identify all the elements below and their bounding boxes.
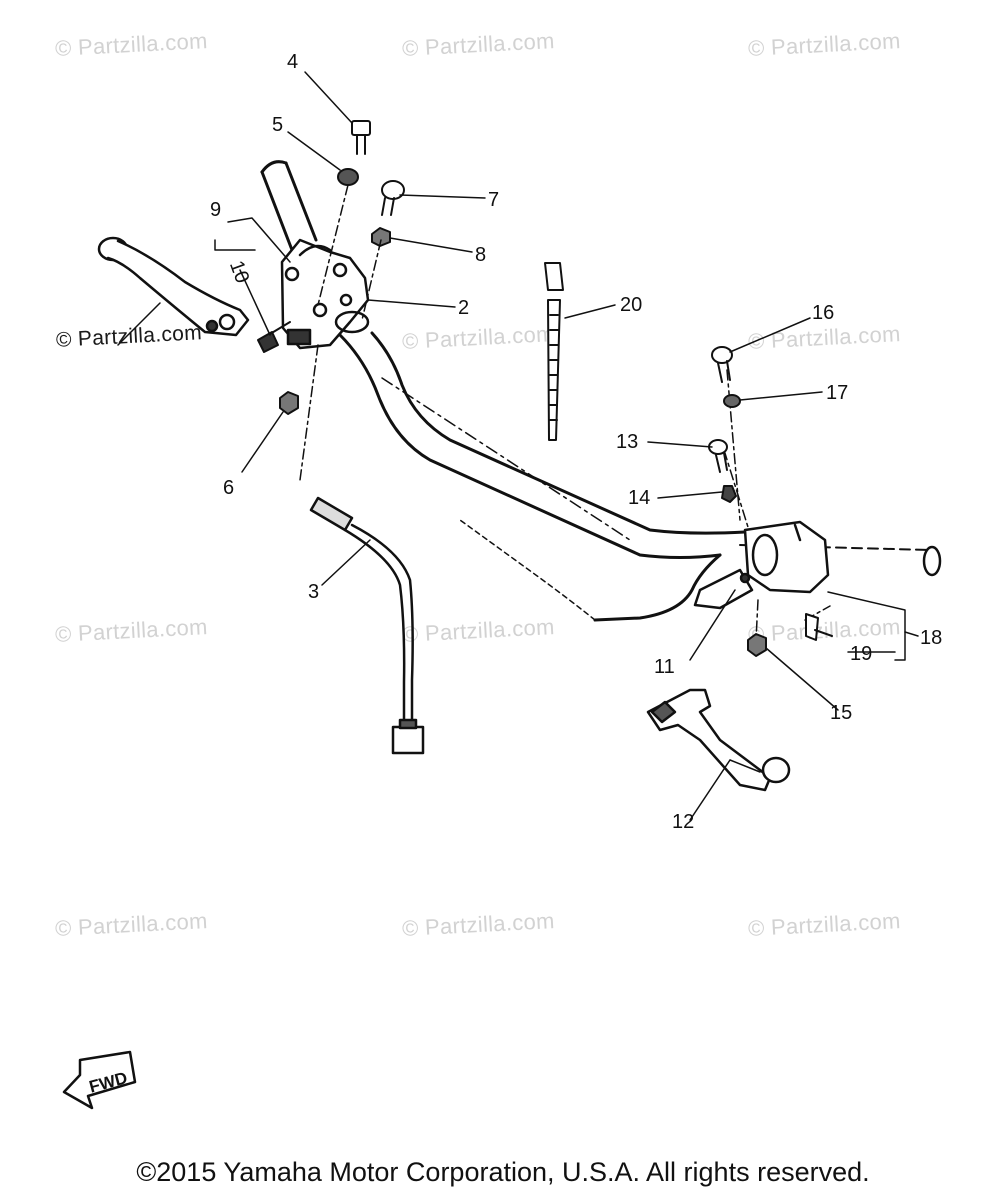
callout-9: 9	[210, 199, 222, 221]
callout-18: 18	[920, 627, 943, 649]
brake-lever	[97, 236, 250, 337]
callout-19: 19	[850, 643, 873, 665]
callout-7: 7	[488, 189, 500, 211]
leader-lines	[117, 71, 919, 821]
bolt	[337, 120, 371, 186]
nut	[279, 391, 299, 415]
copyright-notice: ©2015 Yamaha Motor Corporation, U.S.A. A…	[136, 1157, 870, 1187]
callout-16: 16	[812, 302, 835, 324]
bolt	[708, 346, 741, 503]
callout-13: 13	[616, 431, 639, 453]
cable-tie	[544, 262, 564, 441]
master-cylinder	[280, 238, 370, 350]
bolt	[371, 180, 405, 247]
forward-arrow-icon: FWD	[62, 1050, 137, 1110]
callout-12: 12	[672, 811, 695, 833]
callout-15: 15	[830, 702, 853, 724]
callout-2: 2	[458, 297, 470, 319]
callout-8: 8	[475, 244, 487, 266]
clutch-lever	[646, 688, 791, 792]
callout-17: 17	[826, 382, 849, 404]
callout-6: 6	[223, 477, 235, 499]
brake-switch-wire	[309, 496, 425, 755]
callout-14: 14	[628, 487, 651, 509]
nut	[747, 613, 833, 657]
callout-5: 5	[272, 114, 284, 136]
lever-holder	[693, 520, 830, 610]
callout-11: 11	[654, 656, 675, 678]
callout-3: 3	[308, 581, 320, 603]
callout-4: 4	[287, 51, 299, 73]
callout-20: 20	[620, 294, 643, 316]
handlebar	[260, 160, 942, 622]
pivot-bolt	[257, 321, 291, 353]
